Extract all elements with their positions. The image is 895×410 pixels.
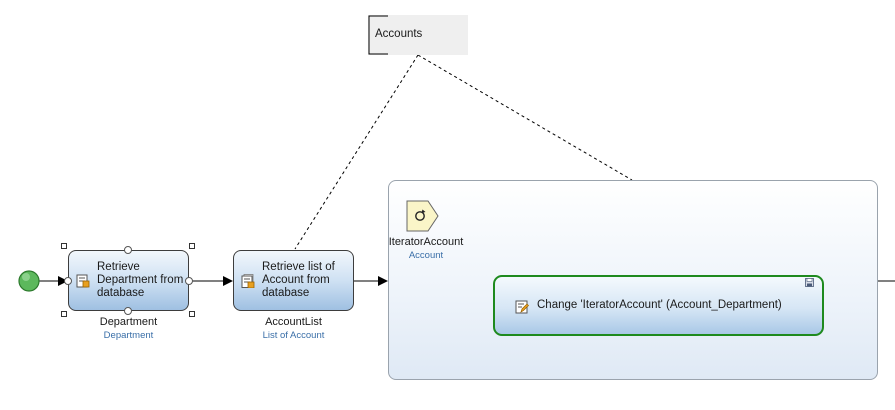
selection-handle-top-right[interactable] bbox=[189, 243, 195, 249]
selection-handle-bottom-left[interactable] bbox=[61, 311, 67, 317]
start-event-icon[interactable] bbox=[18, 270, 40, 292]
retrieve-account-list-activity[interactable]: Retrieve list of Account from database bbox=[233, 250, 354, 311]
retrieve-account-list-label: Retrieve list of Account from database bbox=[262, 261, 335, 299]
retrieve-icon bbox=[76, 274, 90, 288]
connection-anchor-left[interactable] bbox=[64, 277, 72, 285]
loop-iterator-name: IteratorAccount bbox=[388, 236, 464, 248]
retrieve-department-output-name: Department bbox=[99, 316, 158, 328]
retrieve-department-label: Retrieve Department from database bbox=[97, 261, 184, 299]
loop-iterator-icon[interactable] bbox=[406, 200, 440, 232]
annotation-link-to-loop bbox=[417, 54, 633, 181]
retrieve-department-activity[interactable]: Retrieve Department from database bbox=[68, 250, 189, 311]
connection-anchor-right[interactable] bbox=[185, 277, 193, 285]
retrieve-department-output-type: Department bbox=[103, 330, 154, 341]
retrieve-account-list-output-name: AccountList bbox=[265, 316, 322, 328]
change-iterator-account-label: Change 'IteratorAccount' (Account_Depart… bbox=[537, 299, 782, 311]
annotation-bracket bbox=[368, 15, 388, 55]
selection-handle-top-left[interactable] bbox=[61, 243, 67, 249]
annotation-text: Accounts bbox=[375, 28, 423, 40]
connection-anchor-top[interactable] bbox=[124, 246, 132, 254]
change-object-icon bbox=[515, 300, 529, 314]
save-icon bbox=[805, 278, 814, 287]
start-event-highlight bbox=[22, 273, 30, 281]
loop-iterator-type: Account bbox=[408, 250, 444, 261]
annotation-link-to-retrieve-list bbox=[294, 54, 419, 250]
change-iterator-account-activity[interactable]: Change 'IteratorAccount' (Account_Depart… bbox=[493, 275, 824, 336]
connection-anchor-bottom[interactable] bbox=[124, 307, 132, 315]
selection-handle-bottom-right[interactable] bbox=[189, 311, 195, 317]
retrieve-list-icon bbox=[241, 274, 255, 288]
annotation-accounts[interactable]: Accounts bbox=[368, 15, 468, 55]
retrieve-account-list-output-type: List of Account bbox=[262, 330, 325, 341]
